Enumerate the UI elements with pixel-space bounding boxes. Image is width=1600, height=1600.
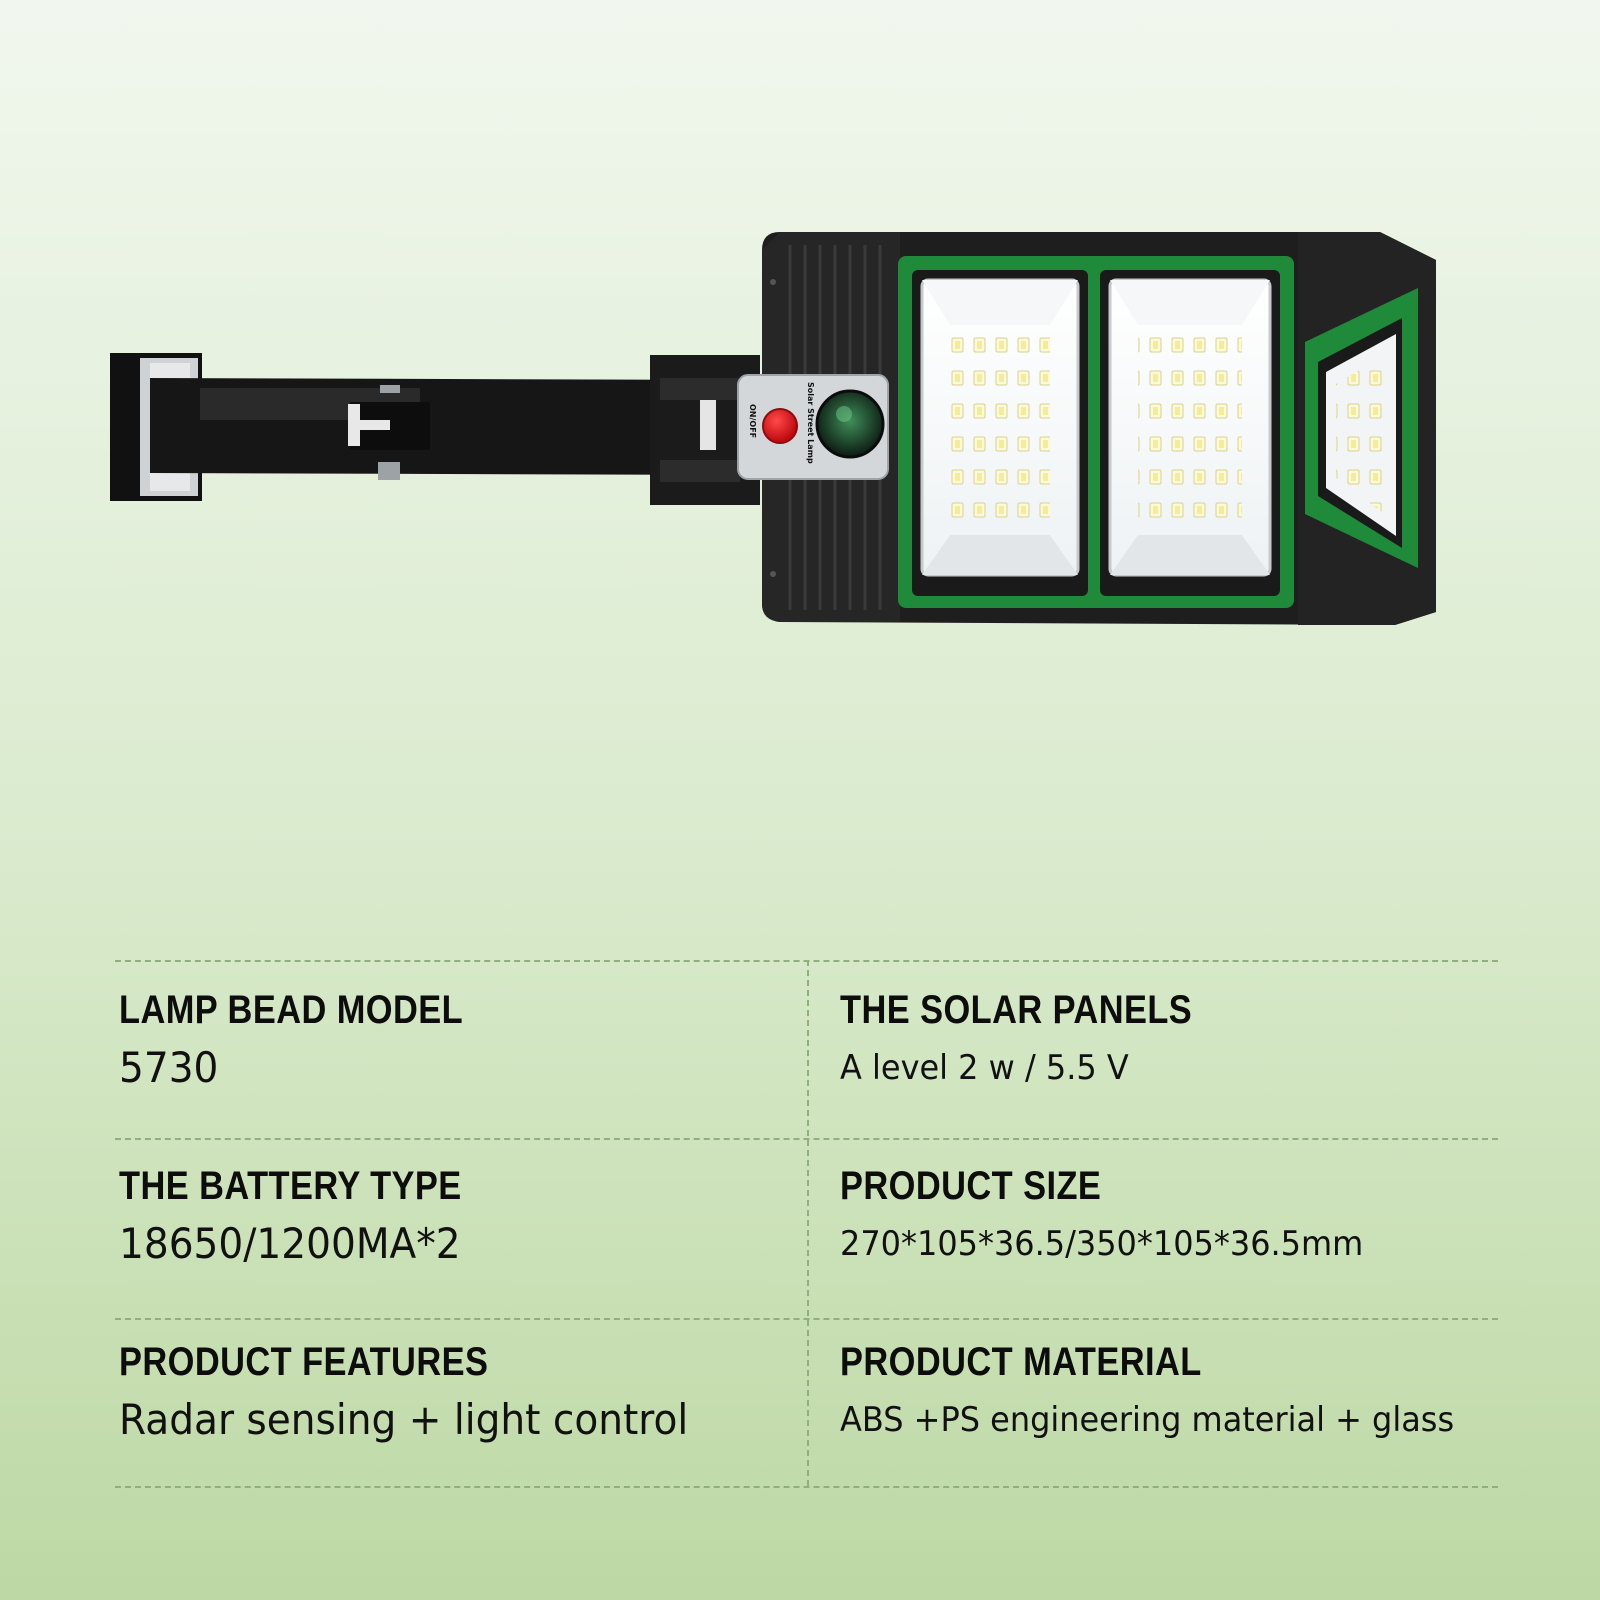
motion-sensor [815,389,885,459]
spec-label: PRODUCT FEATURES [119,1340,489,1384]
spec-label: THE BATTERY TYPE [119,1164,462,1208]
spec-label: PRODUCT SIZE [840,1164,1102,1208]
spec-value: ABS +PS engineering material + glass [840,1400,1455,1440]
power-button[interactable] [762,408,798,444]
spec-label: LAMP BEAD MODEL [119,988,464,1032]
solar-street-lamp-image: ON/OFF Solar Street Lamp [110,232,1436,625]
led-array-side [1336,352,1390,518]
spec-label: THE SOLAR PANELS [840,988,1193,1032]
divider [115,1318,1498,1320]
spec-lamp-bead-model: LAMP BEAD MODEL 5730 [119,986,799,1094]
spec-product-features: PRODUCT FEATURES Radar sensing + light c… [119,1338,799,1446]
spec-value: 270*105*36.5/350*105*36.5mm [840,1224,1364,1264]
spec-product-material: PRODUCT MATERIAL ABS +PS engineering mat… [840,1338,1540,1446]
spec-solar-panels: THE SOLAR PANELS A level 2 w / 5.5 V [840,986,1540,1094]
spec-value: 5730 [119,1043,219,1092]
divider [115,1486,1498,1488]
led-array-right [1138,325,1242,535]
device-label: Solar Street Lamp [806,382,815,464]
control-panel: ON/OFF Solar Street Lamp [737,374,889,480]
spec-value: A level 2 w / 5.5 V [840,1048,1129,1088]
led-array-left [950,325,1050,535]
spec-product-size: PRODUCT SIZE 270*105*36.5/350*105*36.5mm [840,1162,1540,1270]
on-off-label: ON/OFF [748,404,757,438]
spec-label: PRODUCT MATERIAL [840,1340,1202,1384]
spec-value: Radar sensing + light control [119,1395,689,1444]
wall-mount-bracket [110,353,760,505]
spec-battery-type: THE BATTERY TYPE 18650/1200MA*2 [119,1162,799,1270]
divider [115,1138,1498,1140]
led-panels [898,256,1418,608]
spec-value: 18650/1200MA*2 [119,1219,461,1268]
column-divider [807,960,809,1486]
divider [115,960,1498,962]
